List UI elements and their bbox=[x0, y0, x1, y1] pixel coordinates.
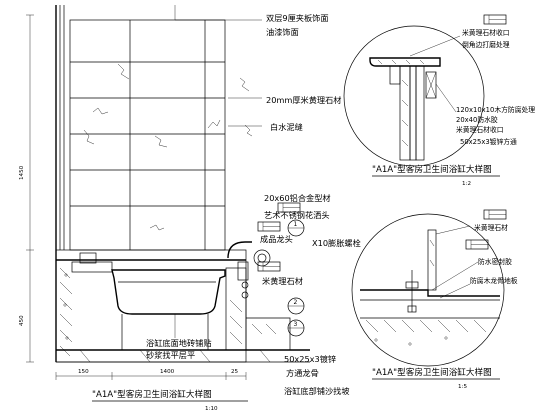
label-shower-fitting-a: 20x60铝合金型材 bbox=[264, 193, 331, 203]
main-elevation: 1450 450 150 1400 25 双层9厘夹板饰面 油漆饰面 20mm厚… bbox=[19, 5, 361, 412]
marble-veins bbox=[83, 63, 253, 231]
detail-c: 米黄理石材 防水密封胶 防腐木龙骨地板 "A1A"型客房卫生间浴缸大样图 1:5 bbox=[351, 209, 518, 390]
label-mixer: 成品龙头 bbox=[260, 234, 293, 244]
label-b-mid-a: 120x10x10木方防腐处理 bbox=[456, 105, 535, 114]
detail-tag bbox=[483, 14, 507, 25]
label-b-steel: 50x25x3镀锌方通 bbox=[460, 137, 517, 146]
label-b-top-b: 倒角边打磨处理 bbox=[462, 40, 510, 49]
detail-callout-2: 2 bbox=[287, 297, 305, 315]
label-b-mid-c: 米黄理石材收口 bbox=[456, 125, 504, 134]
label-shower-fitting-b: 艺术不锈钢花洒头 bbox=[264, 210, 330, 220]
label-floor-a: 浴缸底面地砖铺贴 bbox=[146, 338, 212, 348]
scale-main: 1:10 bbox=[205, 406, 218, 412]
detail-b: 米黄理石材收口 倒角边打磨处理 120x10x10木方防腐处理 20x40防水胶… bbox=[343, 14, 535, 187]
detail-callout-3: 3 bbox=[287, 319, 305, 337]
detail-tag bbox=[257, 221, 281, 232]
label-steel-a: 50x25x3镀锌 bbox=[284, 354, 336, 364]
concrete-hatch bbox=[59, 267, 73, 357]
label-c-floor: 防腐木龙骨地板 bbox=[470, 276, 518, 285]
caption-detail-c: "A1A"型客房卫生间浴缸大样图 bbox=[372, 366, 492, 378]
label-waterproof: 浴缸底部铺沙找坡 bbox=[284, 386, 350, 396]
label-anchor: X10膨胀螺栓 bbox=[312, 238, 361, 248]
label-skirting: 米黄理石材 bbox=[262, 276, 303, 286]
label-paint-finish: 油漆饰面 bbox=[266, 27, 299, 37]
dim-gap: 25 bbox=[231, 369, 239, 375]
label-c-waterproof: 防水密封胶 bbox=[478, 257, 512, 266]
label-b-top-a: 米黄理石材收口 bbox=[462, 28, 510, 37]
dim-total-height: 1450 bbox=[19, 165, 25, 180]
caption-main: "A1A"型客房卫生间浴缸大样图 bbox=[92, 388, 212, 400]
label-cabinet-top: 双层9厘夹板饰面 bbox=[266, 13, 329, 23]
label-floor-b: 砂浆找平层平 bbox=[146, 350, 195, 360]
detail-callout-1: 1 bbox=[287, 219, 305, 237]
scale-detail-b: 1:2 bbox=[462, 181, 471, 187]
faucet-icon bbox=[227, 241, 271, 281]
label-steel-b: 方通龙骨 bbox=[286, 368, 319, 378]
detail-tag bbox=[465, 239, 489, 250]
detail-tag bbox=[483, 209, 507, 220]
label-wall-stone: 20mm厚米黄理石材 bbox=[266, 95, 342, 105]
svg-text:1: 1 bbox=[294, 221, 298, 228]
label-c-stone: 米黄理石材 bbox=[474, 223, 508, 232]
detail-tag bbox=[277, 202, 301, 213]
svg-text:3: 3 bbox=[294, 321, 298, 328]
dim-base-height: 450 bbox=[19, 315, 25, 326]
bathtub bbox=[111, 269, 226, 315]
caption-detail-b: "A1A"型客房卫生间浴缸大样图 bbox=[372, 163, 492, 175]
svg-text:2: 2 bbox=[294, 299, 298, 306]
detail-tag bbox=[257, 261, 281, 272]
label-b-mid-b: 20x40防水胶 bbox=[456, 115, 498, 124]
scale-detail-c: 1:5 bbox=[458, 384, 467, 390]
label-wall-joint: 白水泥缝 bbox=[270, 122, 303, 132]
dim-ledge-width: 150 bbox=[78, 369, 89, 375]
dim-tub-width: 1400 bbox=[160, 369, 175, 375]
